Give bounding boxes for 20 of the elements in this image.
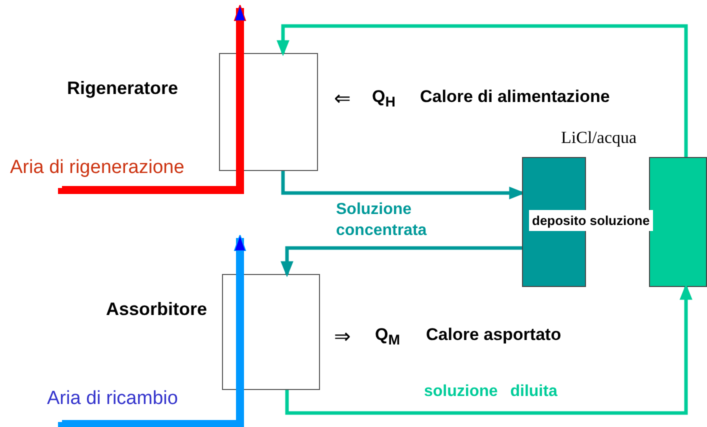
air-flow-label: Aria di ricambio — [47, 388, 178, 422]
heat-label: Calore di alimentazione — [420, 87, 610, 107]
heat-symbol: Q$_{M}$ — [375, 325, 400, 348]
air-flow-arrow — [234, 4, 246, 171]
tank — [649, 157, 707, 287]
flow-label: soluzione diluita — [424, 383, 558, 401]
heat-symbol: Q$_{H}$ — [372, 87, 396, 110]
box-title: Rigeneratore — [67, 78, 178, 99]
flow-arrow — [285, 284, 692, 415]
air-flow-label: Aria di rigenerazione — [10, 157, 184, 188]
box-title: Assorbitore — [106, 299, 208, 320]
flow-arrow — [276, 24, 688, 157]
heat-arrow-symbol: ⇐ — [334, 87, 351, 111]
air-flow-arrow — [234, 234, 246, 390]
flow-label: Soluzione concentrata — [336, 200, 428, 241]
heat-arrow-symbol: ⇒ — [334, 325, 351, 349]
solution-label: LiCl/acqua — [561, 128, 637, 148]
tank-label: deposito soluzione — [529, 210, 653, 231]
heat-label: Calore asportato — [426, 325, 562, 345]
flow-arrow — [280, 246, 522, 278]
